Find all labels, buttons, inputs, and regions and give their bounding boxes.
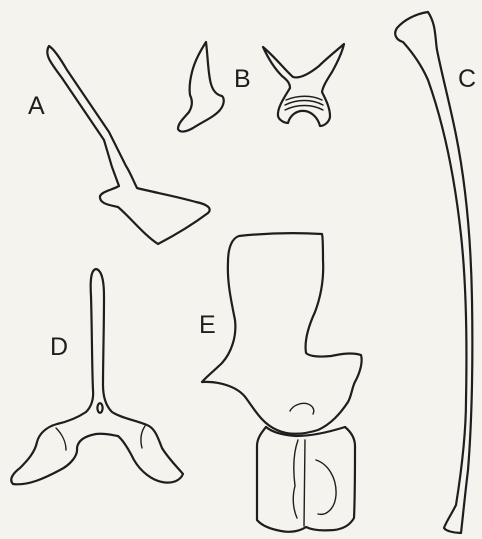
figure-label-c: C bbox=[458, 67, 476, 92]
bone-b-left bbox=[178, 42, 224, 132]
figure-label-a: A bbox=[28, 94, 45, 119]
figure-label-b: B bbox=[234, 67, 251, 92]
bone-e bbox=[202, 233, 362, 532]
bone-d bbox=[11, 269, 183, 484]
bone-a bbox=[47, 46, 209, 244]
bone-b-right bbox=[263, 44, 344, 126]
bone-d-foramen bbox=[97, 403, 102, 413]
figure-label-e: E bbox=[199, 313, 216, 338]
figure-label-d: D bbox=[50, 335, 68, 360]
